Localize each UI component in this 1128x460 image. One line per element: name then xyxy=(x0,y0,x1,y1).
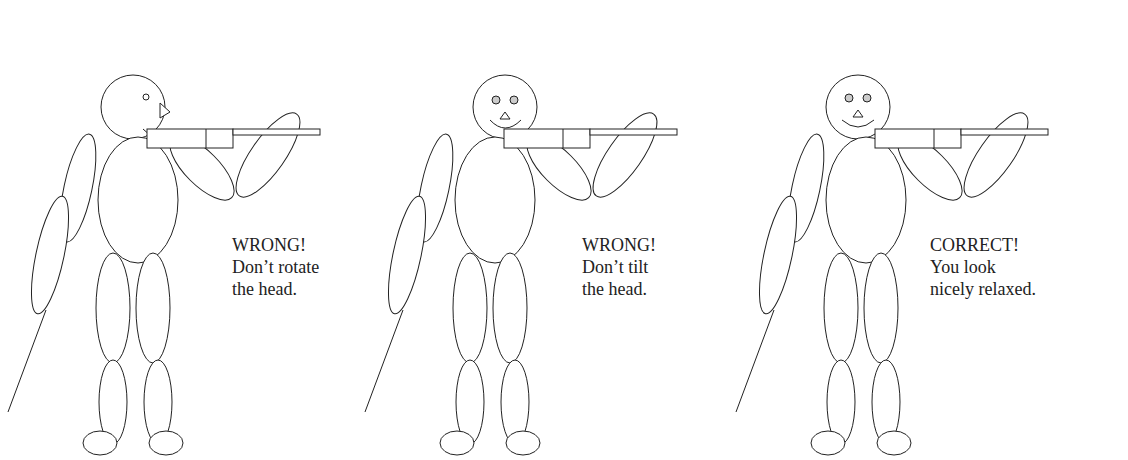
eye xyxy=(143,94,149,100)
verdict-text: CORRECT! xyxy=(930,234,1080,256)
advice-text: You look nicely relaxed. xyxy=(930,256,1042,300)
mouth xyxy=(490,120,521,128)
advice-text: Don’t tilt the head. xyxy=(582,256,662,300)
verdict-text: WRONG! xyxy=(582,234,712,256)
eye xyxy=(510,96,518,104)
mouth xyxy=(842,120,874,127)
body xyxy=(736,104,1048,455)
verdict-text: WRONG! xyxy=(232,234,362,256)
nose xyxy=(160,103,170,118)
nose xyxy=(853,110,863,117)
eye xyxy=(492,96,500,104)
eye xyxy=(845,94,853,102)
body xyxy=(365,104,677,455)
advice-text: Don’t rotate the head. xyxy=(232,256,332,300)
figure-correct xyxy=(736,75,1048,455)
nose xyxy=(500,112,510,119)
figure-tilted xyxy=(365,75,677,455)
eye xyxy=(863,94,871,102)
